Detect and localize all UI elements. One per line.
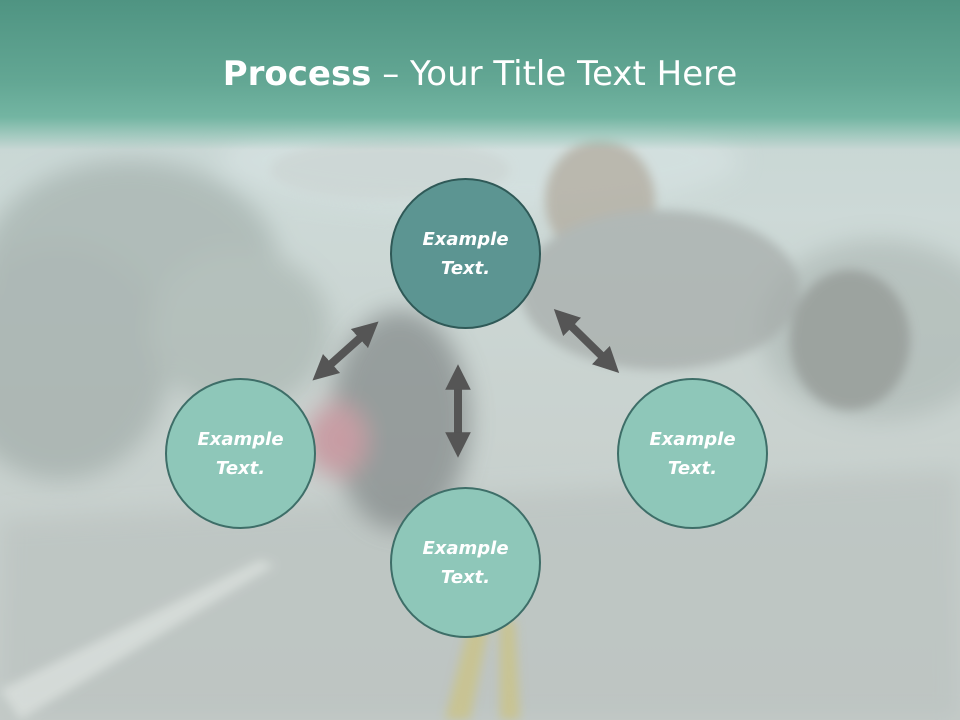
node-left[interactable]: Example Text.	[165, 378, 316, 529]
slide-title: Process – Your Title Text Here	[0, 50, 960, 98]
double-headed-arrow-icon	[312, 321, 379, 381]
node-center-line1: Example	[422, 228, 509, 250]
node-bottom-label: Example Text.	[411, 534, 521, 592]
node-left-line2: Text.	[215, 457, 266, 479]
node-bottom-line1: Example	[422, 537, 509, 559]
node-right-line2: Text.	[667, 457, 718, 479]
node-right-label: Example Text.	[638, 425, 748, 483]
node-left-label: Example Text.	[186, 425, 296, 483]
node-center-line2: Text.	[440, 257, 491, 279]
node-left-line1: Example	[197, 428, 284, 450]
node-center-label: Example Text.	[411, 225, 521, 283]
node-bottom[interactable]: Example Text.	[390, 487, 541, 638]
double-headed-arrow-icon	[553, 309, 620, 373]
title-bold: Process	[222, 54, 372, 94]
title-rest: – Your Title Text Here	[371, 54, 738, 94]
node-bottom-line2: Text.	[440, 566, 491, 588]
node-center[interactable]: Example Text.	[390, 178, 541, 329]
node-right-line1: Example	[649, 428, 736, 450]
node-right[interactable]: Example Text.	[617, 378, 768, 529]
title-band	[0, 0, 960, 150]
